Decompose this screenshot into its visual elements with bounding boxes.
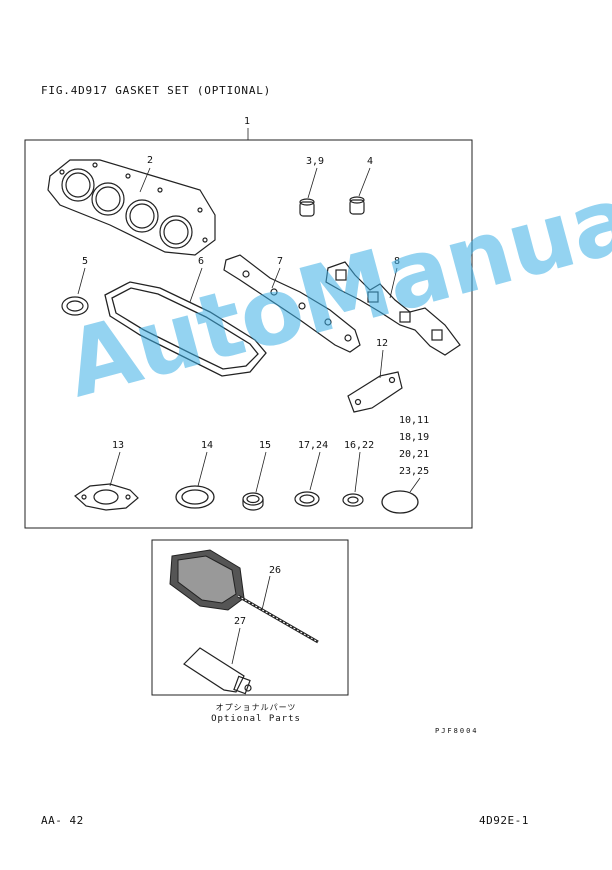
label-4: 4 (367, 156, 373, 167)
o-ring-part (381, 490, 419, 514)
optional-parts-label: Optional Parts (211, 714, 301, 724)
label-20-21: 20,21 (399, 449, 429, 460)
label-2: 2 (147, 155, 153, 166)
large-ring-part (175, 485, 215, 509)
label-16-22: 16,22 (344, 440, 374, 451)
oil-seal-part (61, 296, 89, 316)
label-26: 26 (269, 565, 281, 576)
label-15: 15 (259, 440, 271, 451)
valve-seal-part (299, 198, 315, 217)
sealant-tube-part (183, 647, 252, 695)
page-number: AA- 42 (41, 814, 84, 827)
figure-title: FIG.4D917 GASKET SET (OPTIONAL) (41, 84, 272, 97)
optional-parts-frame (151, 539, 349, 696)
label-18-19: 18,19 (399, 432, 429, 443)
small-seal-part (242, 492, 264, 511)
washer-part-16 (342, 493, 364, 507)
label-6: 6 (198, 256, 204, 267)
washer-part-17 (294, 491, 320, 507)
label-27: 27 (234, 616, 246, 627)
label-1: 1 (244, 116, 250, 127)
label-8: 8 (394, 256, 400, 267)
drawing-code: PJF8004 (435, 727, 479, 735)
plate-gasket-part (347, 371, 403, 413)
model-code: 4D92E-1 (479, 814, 529, 827)
flange-gasket-part (74, 483, 139, 511)
cover-gasket-part (104, 281, 267, 377)
label-5: 5 (82, 256, 88, 267)
seal-ring-part (349, 196, 365, 215)
gasket-set-frame (24, 139, 473, 529)
label-13: 13 (112, 440, 124, 451)
intake-gasket-part (325, 261, 461, 356)
label-23-25: 23,25 (399, 466, 429, 477)
optional-parts-japanese-label: オプショナルパーツ (215, 703, 297, 712)
label-12: 12 (376, 338, 388, 349)
label-7: 7 (277, 256, 283, 267)
label-17-24: 17,24 (298, 440, 328, 451)
label-10-11: 10,11 (399, 415, 429, 426)
head-gasket-part (47, 159, 216, 256)
hone-brush-part (169, 549, 319, 644)
label-14: 14 (201, 440, 213, 451)
label-3-9: 3,9 (306, 156, 324, 167)
